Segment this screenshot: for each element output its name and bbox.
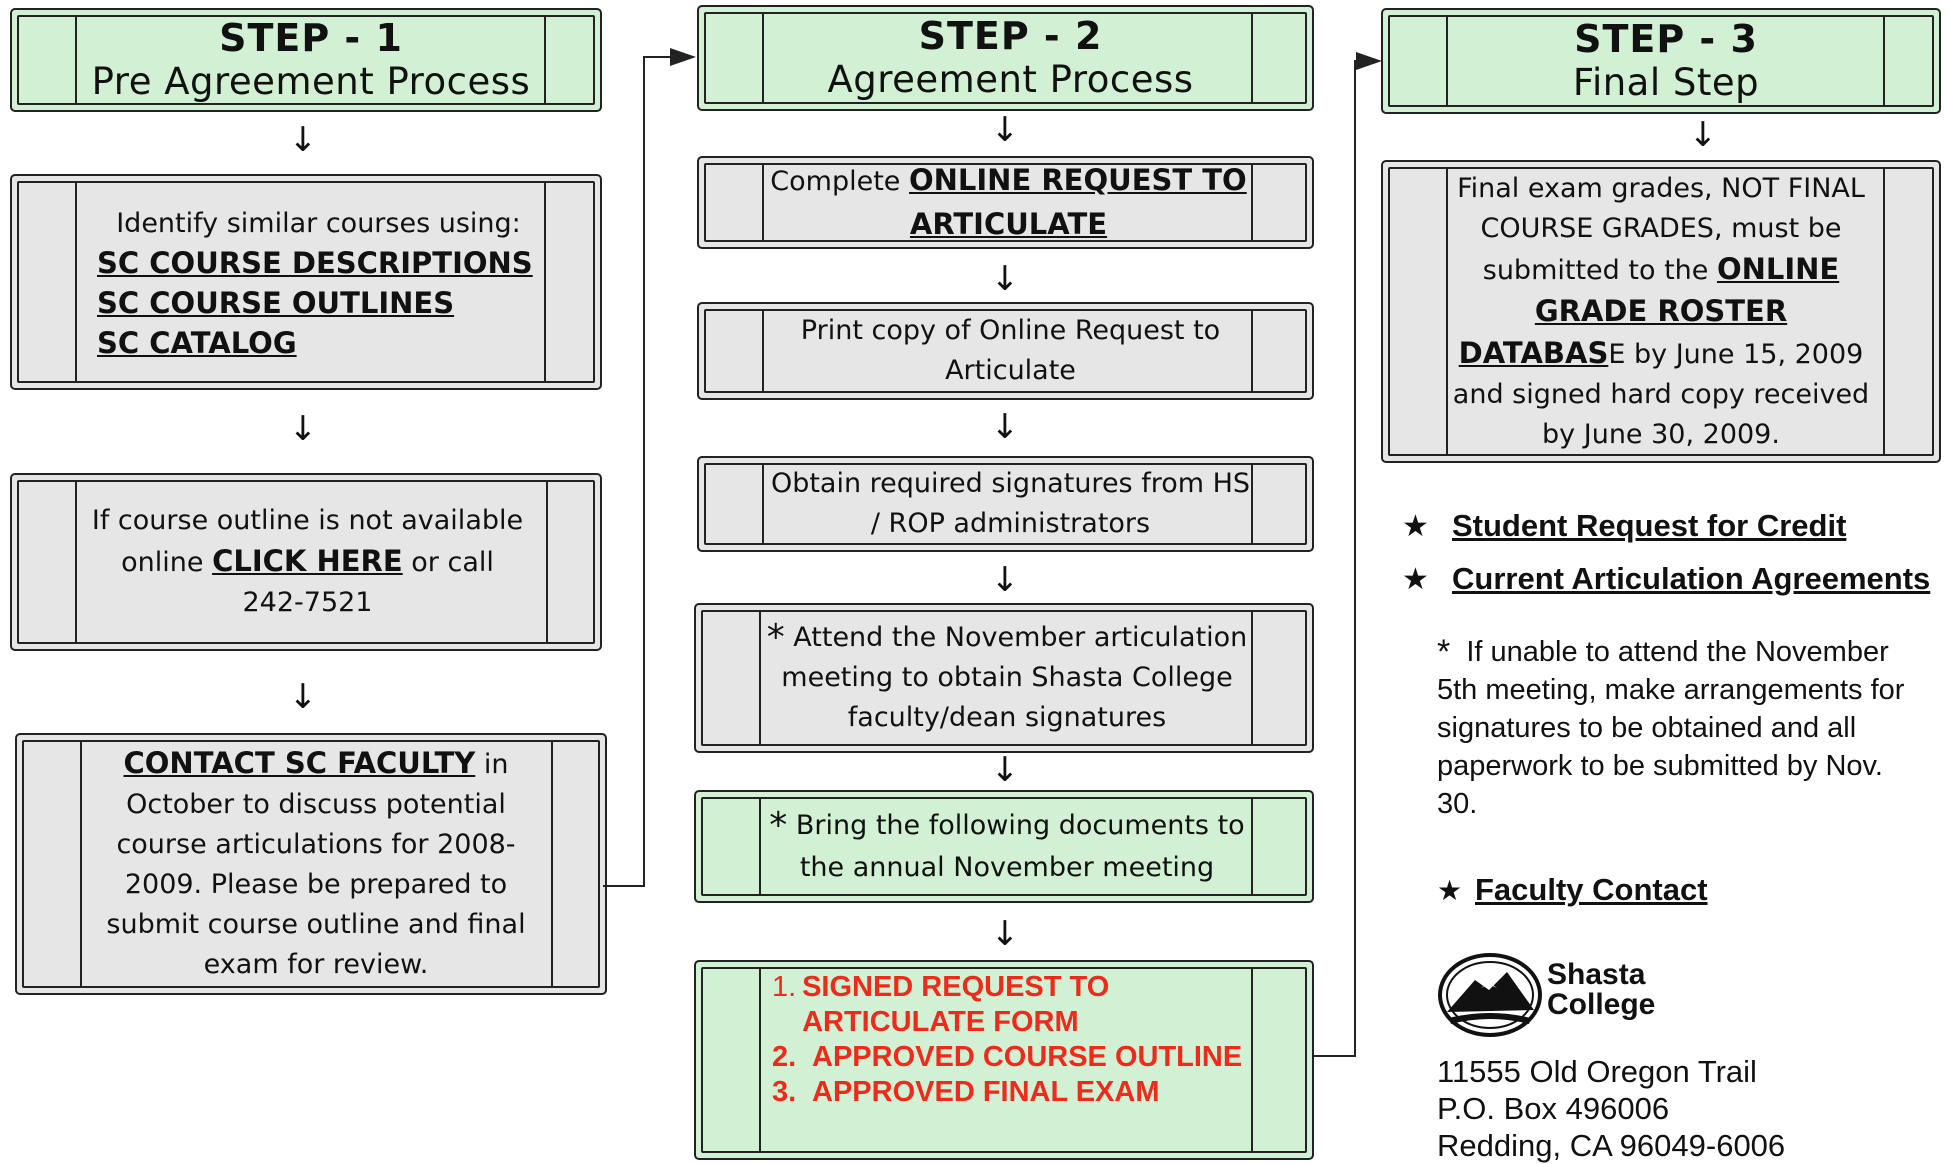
bring-text: Bring the following documents to the ann… — [795, 809, 1245, 883]
step2-bring-box: * Bring the following documents to the a… — [694, 790, 1314, 903]
down-arrow-icon: ↓ — [288, 677, 318, 717]
identify-text: Identify similar courses using: — [116, 208, 521, 239]
logo-text-shasta: Shasta — [1547, 958, 1646, 991]
asterisk-icon: * — [1437, 633, 1451, 671]
outline-text: If course outline is not available onlin… — [91, 505, 524, 578]
star-icon: ★ — [1437, 875, 1463, 906]
connector-line — [643, 56, 645, 887]
arrow-head-icon — [1356, 52, 1382, 70]
document-number: 3. — [772, 1076, 797, 1108]
document-item: 1. SIGNED REQUEST TO ARTICULATE FORM — [772, 970, 1246, 1040]
final-text-2: E by June 15, 2009 and signed hard copy … — [1452, 338, 1870, 450]
current-agreements-link[interactable]: Current Articulation Agreements — [1452, 561, 1931, 596]
shasta-college-logo: Shasta College — [1437, 950, 1697, 1040]
final-text-1: Final exam grades, NOT FINAL COURSE GRAD… — [1457, 172, 1865, 286]
document-text: APPROVED FINAL EXAM — [812, 1076, 1160, 1108]
star-icon: ★ — [1402, 510, 1429, 543]
sc-course-outlines-link[interactable]: SC COURSE OUTLINES — [97, 286, 455, 320]
step3-final-box: Final exam grades, NOT FINAL COURSE GRAD… — [1381, 160, 1941, 463]
sc-course-descriptions-link[interactable]: SC COURSE DESCRIPTIONS — [97, 246, 533, 280]
document-item: 2. APPROVED COURSE OUTLINE — [772, 1040, 1246, 1075]
step3-subtitle: Final Step — [1572, 61, 1760, 104]
online-grade-roster-database-link[interactable]: ONLINE GRADE ROSTER DATABAS — [1458, 251, 1840, 370]
faculty-contact-link[interactable]: Faculty Contact — [1475, 872, 1708, 907]
connector-line — [643, 56, 673, 58]
down-arrow-icon: ↓ — [990, 750, 1020, 790]
address-line: P.O. Box 496006 — [1437, 1091, 1670, 1126]
address-block: 11555 Old Oregon Trail P.O. Box 496006 R… — [1437, 1053, 1785, 1164]
step3-title: STEP - 3 — [1574, 17, 1758, 61]
step2-print-box: Print copy of Online Request to Articula… — [697, 302, 1314, 400]
contact-text-1: in — [475, 749, 509, 780]
asterisk-icon: * — [766, 617, 785, 658]
faculty-contact-item[interactable]: ★ Faculty Contact — [1437, 872, 1708, 908]
down-arrow-icon: ↓ — [990, 259, 1020, 299]
attend-text: Attend the November articulation meeting… — [781, 622, 1248, 733]
step1-outline-box: If course outline is not available onlin… — [10, 473, 602, 651]
step3-header: STEP - 3 Final Step — [1381, 8, 1941, 114]
down-arrow-icon: ↓ — [990, 110, 1020, 150]
connector-line — [1314, 1055, 1356, 1057]
print-text: Print copy of Online Request to Articula… — [800, 315, 1221, 386]
outline-phone: 242-7521 — [242, 587, 373, 618]
arrow-head-icon — [670, 48, 696, 66]
document-number: 1. — [772, 971, 797, 1003]
step1-header: STEP - 1 Pre Agreement Process — [10, 8, 602, 112]
shasta-college-logo-icon — [1438, 953, 1542, 1037]
down-arrow-icon: ↓ — [990, 914, 1020, 954]
step2-documents-box: 1. SIGNED REQUEST TO ARTICULATE FORM 2. … — [694, 960, 1314, 1160]
step2-attend-box: * Attend the November articulation meeti… — [694, 603, 1314, 753]
step1-identify-box: Identify similar courses using: SC COURS… — [10, 174, 602, 390]
asterisk-icon: * — [769, 804, 788, 846]
step2-complete-box: Complete ONLINE REQUEST TO ARTICULATE — [697, 156, 1314, 249]
down-arrow-icon: ↓ — [990, 560, 1020, 600]
contact-sc-faculty-link[interactable]: CONTACT SC FACULTY — [123, 746, 476, 780]
current-agreements-item[interactable]: ★ Current Articulation Agreements — [1402, 561, 1930, 597]
down-arrow-icon: ↓ — [1688, 115, 1718, 155]
complete-text: Complete — [770, 165, 909, 197]
step2-obtain-box: Obtain required signatures from HS / ROP… — [697, 456, 1314, 552]
document-text: APPROVED COURSE OUTLINE — [812, 1041, 1243, 1073]
document-number: 2. — [772, 1041, 797, 1073]
down-arrow-icon: ↓ — [288, 120, 318, 160]
step2-title: STEP - 2 — [918, 14, 1103, 58]
document-item: 3. APPROVED FINAL EXAM — [772, 1075, 1246, 1110]
logo-text-college: College — [1547, 988, 1656, 1021]
step2-subtitle: Agreement Process — [827, 58, 1194, 101]
step2-header: STEP - 2 Agreement Process — [697, 5, 1314, 111]
address-line: 11555 Old Oregon Trail — [1437, 1054, 1757, 1089]
student-request-item[interactable]: ★ Student Request for Credit — [1402, 508, 1846, 544]
address-line: Redding, CA 96049-6006 — [1437, 1128, 1786, 1163]
outline-text-post: or call — [402, 547, 494, 578]
document-text: SIGNED REQUEST TO ARTICULATE FORM — [802, 971, 1110, 1038]
online-request-to-articulate-link[interactable]: ONLINE REQUEST TO ARTICULATE — [908, 162, 1247, 241]
connector-line — [1354, 60, 1356, 1057]
connector-line — [603, 885, 645, 887]
step1-subtitle: Pre Agreement Process — [91, 60, 531, 103]
step1-title: STEP - 1 — [219, 16, 403, 60]
note-block: * If unable to attend the November 5th m… — [1437, 633, 1907, 823]
down-arrow-icon: ↓ — [990, 407, 1020, 447]
sc-catalog-link[interactable]: SC CATALOG — [97, 326, 297, 360]
star-icon: ★ — [1402, 563, 1429, 596]
note-text: If unable to attend the November 5th mee… — [1437, 636, 1905, 820]
click-here-link[interactable]: CLICK HERE — [212, 544, 403, 578]
contact-text-2: October to discuss potential course arti… — [106, 789, 526, 980]
student-request-link[interactable]: Student Request for Credit — [1452, 508, 1847, 543]
step1-contact-box: CONTACT SC FACULTY in October to discuss… — [15, 733, 607, 995]
obtain-text: Obtain required signatures from HS / ROP… — [770, 468, 1251, 539]
down-arrow-icon: ↓ — [288, 409, 318, 449]
